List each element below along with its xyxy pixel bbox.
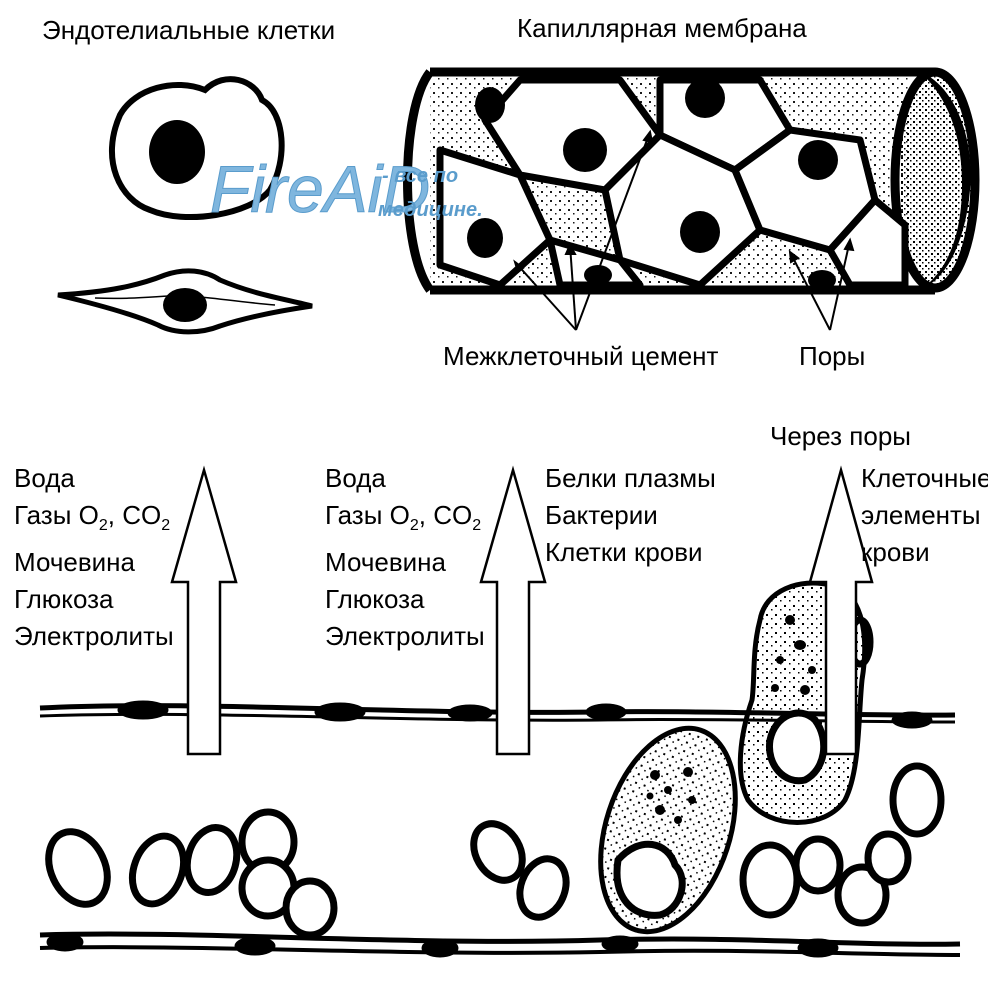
middle-substance-list: Вода Газы O2, CO2 Мочевина Глюкоза Элект… — [325, 460, 485, 655]
list-item: Клетки крови — [545, 534, 716, 571]
endothelial-cell-flat — [58, 271, 312, 332]
through-pores-label: Через поры — [770, 420, 911, 453]
list-item: Электролиты — [325, 618, 485, 655]
list-item: Мочевина — [14, 544, 174, 581]
arrow-left — [172, 470, 236, 754]
list-item: крови — [861, 534, 988, 571]
list-item: Белки плазмы — [545, 460, 716, 497]
leukocyte-large — [577, 711, 760, 949]
list-item: Газы O2, CO2 — [325, 497, 485, 544]
lower-vessel-wall — [40, 933, 960, 957]
endothelial-cells-label: Эндотелиальные клетки — [42, 14, 335, 47]
cellular-elements-list: Клеточные элементы крови — [861, 460, 988, 571]
list-item: Глюкоза — [325, 581, 485, 618]
watermark-tagline-1: - все по — [382, 165, 458, 187]
watermark-tagline-2: медицине. — [378, 199, 483, 221]
intercellular-cement-label: Межклеточный цемент — [443, 340, 718, 373]
left-substance-list: Вода Газы O2, CO2 Мочевина Глюкоза Элект… — [14, 460, 174, 655]
plasma-list: Белки плазмы Бактерии Клетки крови — [545, 460, 716, 571]
list-item: Глюкоза — [14, 581, 174, 618]
list-item: Вода — [325, 460, 485, 497]
list-item: Клеточные — [861, 460, 988, 497]
list-item: Электролиты — [14, 618, 174, 655]
list-item: Газы O2, CO2 — [14, 497, 174, 544]
capillary-tube — [408, 72, 976, 290]
pores-label: Поры — [799, 340, 865, 373]
capillary-membrane-label: Капиллярная мембрана — [517, 12, 807, 45]
list-item: элементы — [861, 497, 988, 534]
list-item: Вода — [14, 460, 174, 497]
list-item: Мочевина — [325, 544, 485, 581]
list-item: Бактерии — [545, 497, 716, 534]
